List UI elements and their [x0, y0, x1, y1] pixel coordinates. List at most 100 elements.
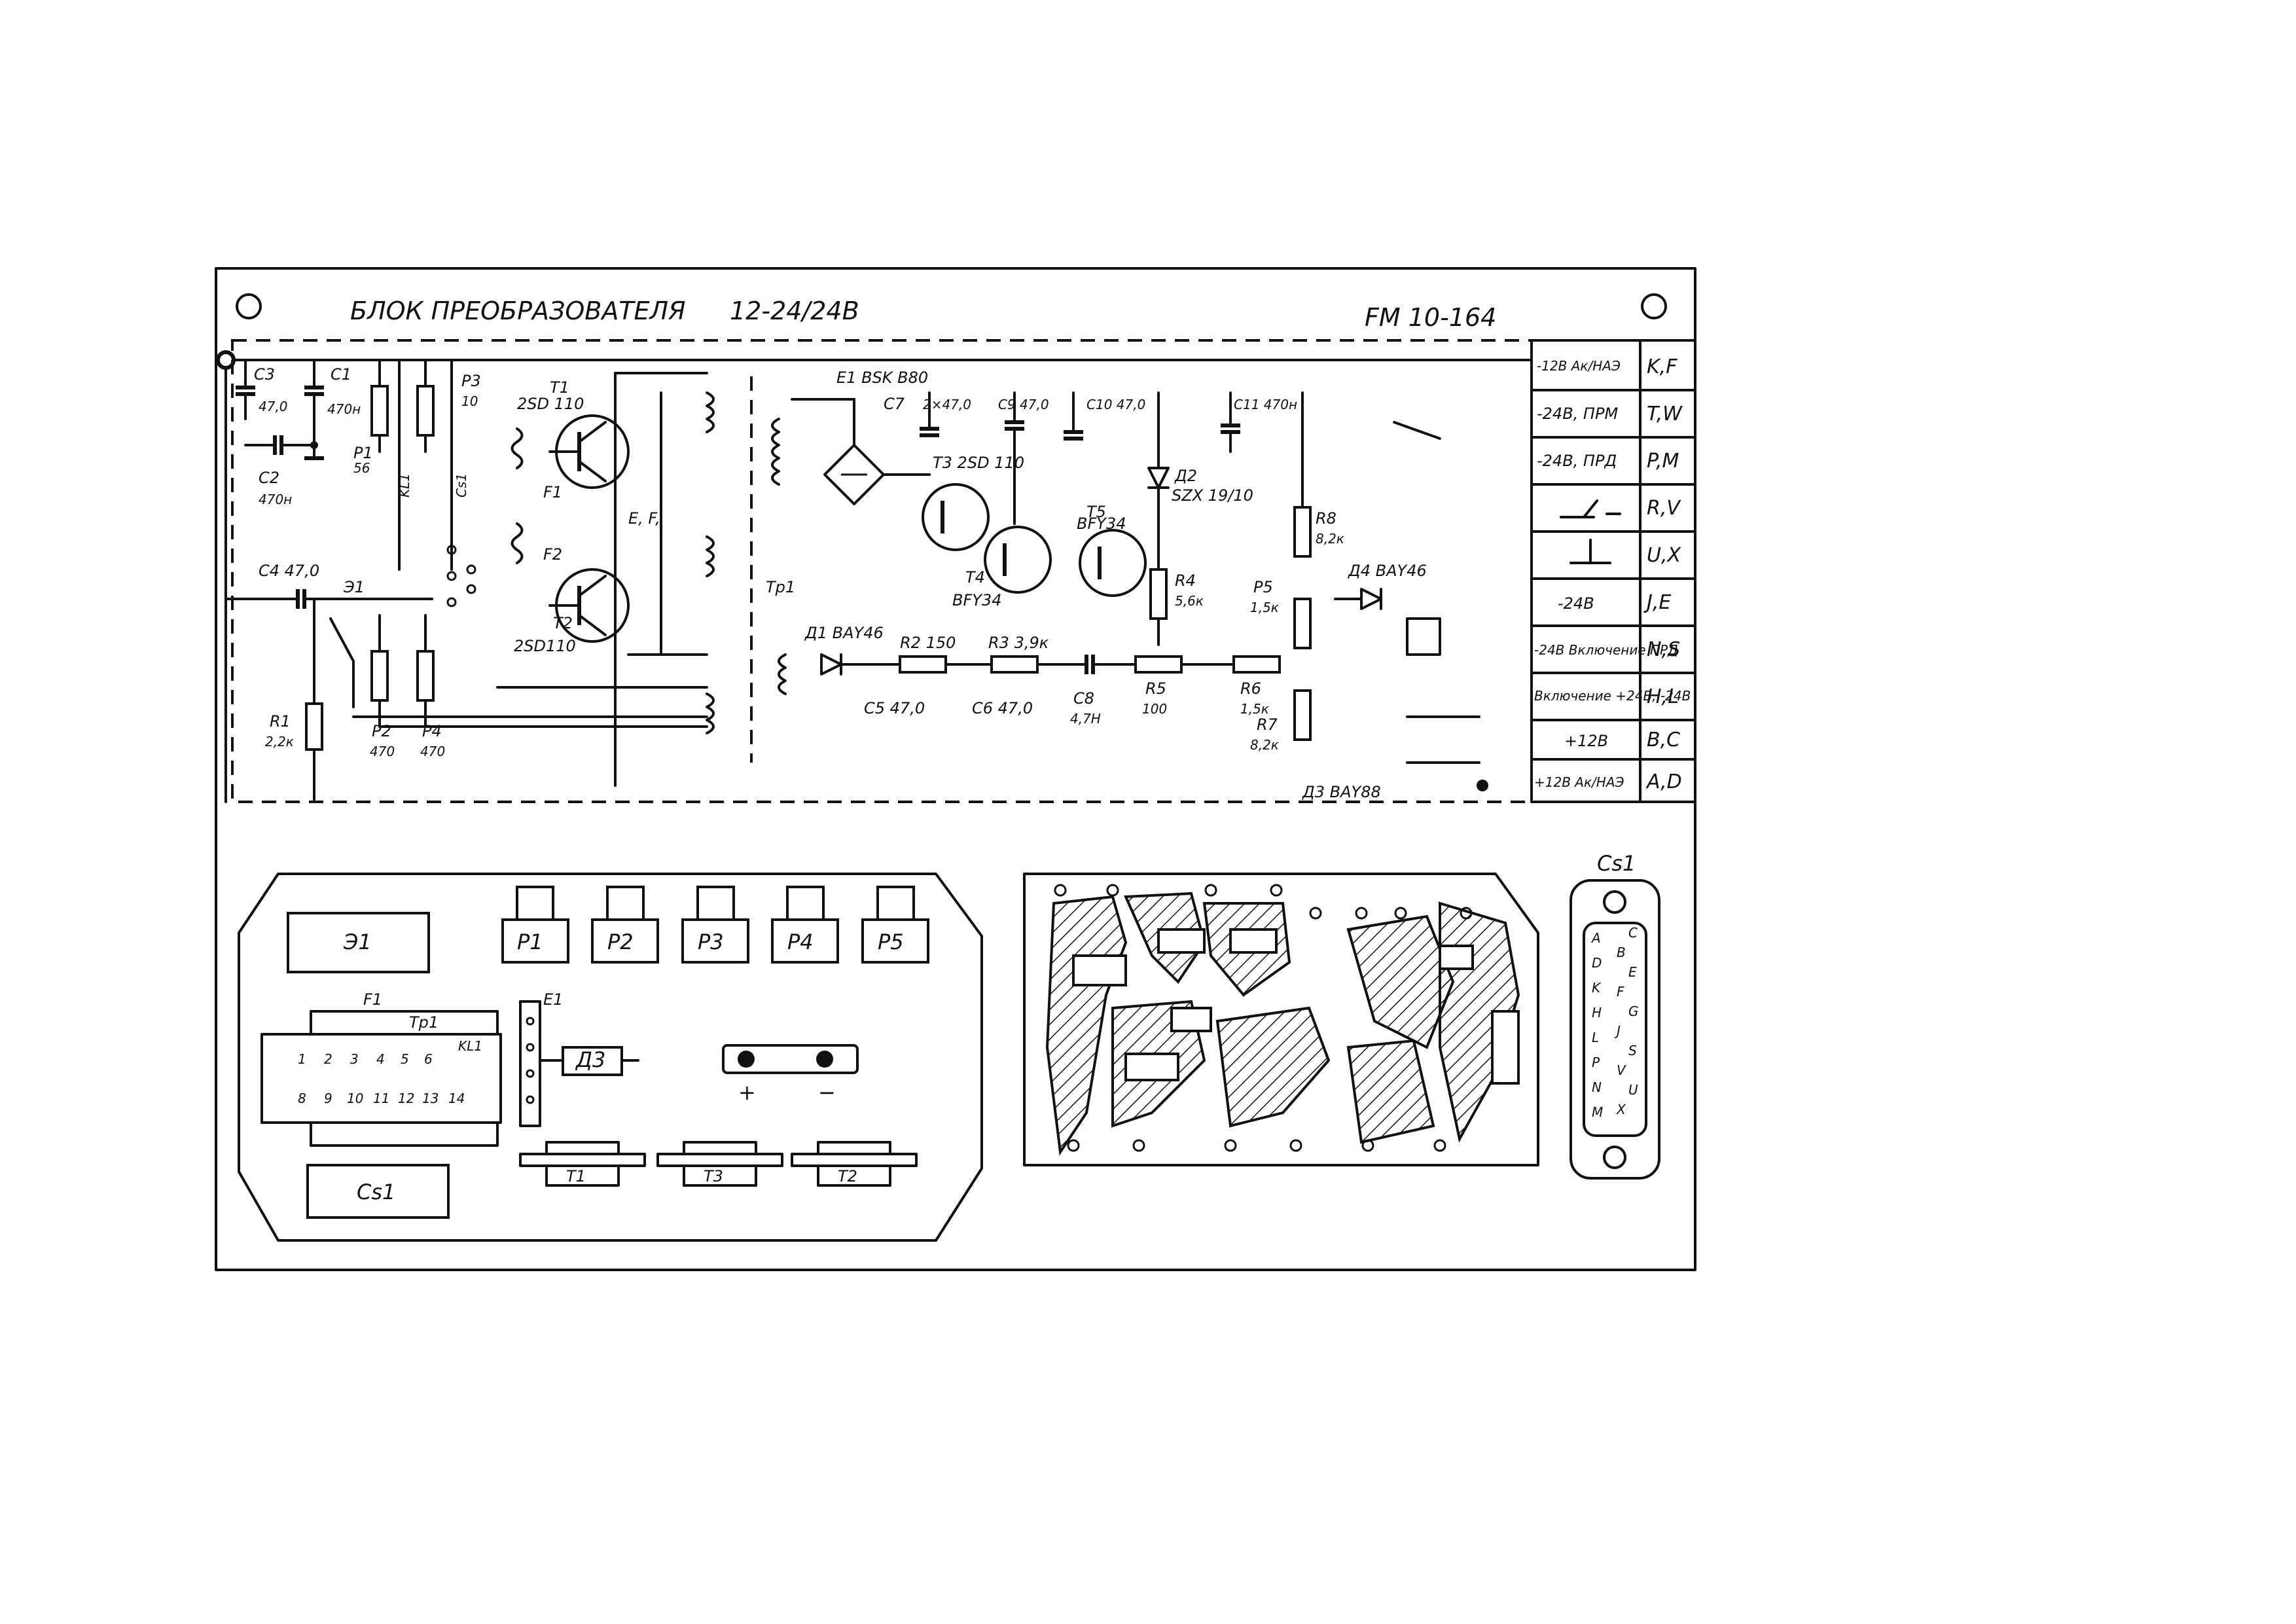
layout-label-F1: F1	[363, 990, 382, 1009]
label-T5-type: BFY34	[1077, 514, 1126, 533]
label-R4-value: 5,6к	[1175, 593, 1204, 609]
conn-pin-right-5: J	[1614, 1023, 1621, 1039]
conn-pin-left-5: P	[1592, 1055, 1600, 1070]
label-C3: C3	[254, 365, 275, 384]
conn-pin-left-6: N	[1592, 1079, 1602, 1095]
label-D2-type: SZX 19/10	[1172, 486, 1253, 505]
conn-pin-right-2: E	[1628, 964, 1637, 980]
table-pins-5: J,E	[1643, 591, 1671, 614]
label-C3-value: 47,0	[259, 399, 288, 414]
kl-pin-1: 1	[298, 1051, 306, 1067]
label-F2: F2	[543, 545, 562, 564]
conn-pin-right-3: F	[1617, 984, 1624, 1000]
layout-label-D3: Д3	[575, 1047, 605, 1072]
label-P1-value: 56	[353, 460, 370, 476]
antenna-switch-symbol	[1560, 499, 1621, 518]
layout-label-P2: P2	[607, 929, 634, 954]
label-C9: C9 47,0	[998, 397, 1049, 412]
label-C7: C7	[884, 395, 905, 413]
label-R6-value: 1,5к	[1240, 701, 1269, 717]
voltage-rating: 12-24/24В	[730, 297, 859, 325]
label-P1: P1	[353, 444, 373, 462]
connector-cs1: Cs1 A D K H L P N M C B E F G J S V U X	[1570, 851, 1660, 1180]
layout-label-J1: Э1	[343, 929, 372, 954]
label-Cs1-vertical: Cs1	[454, 473, 469, 497]
label-T3: T3 2SD 110	[933, 454, 1024, 472]
label-R5: R5	[1145, 679, 1166, 698]
label-C7-value: 2×47,0	[923, 397, 971, 412]
label-D2: Д2	[1174, 467, 1197, 485]
label-P3: P3	[461, 372, 481, 390]
label-R7-value: 8,2к	[1250, 737, 1279, 753]
layout-label-T3: T3	[704, 1167, 723, 1185]
label-Tp1: Tp1	[766, 578, 795, 596]
conn-pin-right-6: S	[1628, 1043, 1637, 1058]
layout-minus: −	[818, 1080, 836, 1105]
label-T1-type: 2SD 110	[517, 395, 584, 413]
label-P4: P4	[422, 722, 442, 740]
label-C4: C4 47,0	[259, 562, 319, 580]
component-layout: Э1 P1 P2 P3 P4 P5 F1 Tp1 KL1 1 2 3 4 5 6…	[238, 873, 983, 1242]
table-pins-9: A,D	[1645, 770, 1682, 793]
kl-pin-9: 9	[324, 1091, 332, 1106]
table-pins-8: B,C	[1647, 729, 1680, 751]
label-J1: Э1	[343, 578, 365, 596]
conn-pin-left-1: D	[1592, 955, 1602, 971]
layout-label-P4: P4	[787, 929, 814, 954]
regulator-section: Tp1 E1 BSK B80 C7 2×47,0 T3 2SD 110 T4 B…	[766, 369, 1488, 801]
label-EF: E, F,	[628, 509, 660, 528]
label-T1: T1	[550, 378, 569, 397]
label-T5: T5	[1086, 503, 1106, 521]
label-R2: R2 150	[900, 634, 956, 652]
label-D4: Д4 BAY46	[1348, 562, 1427, 580]
layout-label-Tp1: Tp1	[409, 1013, 439, 1032]
table-pins-7: H,L	[1647, 685, 1679, 708]
kl-pin-4: 4	[376, 1051, 385, 1067]
table-signal-8: +12В	[1564, 732, 1608, 750]
layout-label-P3: P3	[698, 929, 724, 954]
layout-label-T1: T1	[566, 1167, 586, 1185]
table-pins-3: R,V	[1647, 497, 1681, 520]
conn-pin-left-3: H	[1592, 1005, 1602, 1020]
label-T2-type: 2SD110	[514, 637, 576, 655]
conn-pin-right-0: C	[1628, 925, 1638, 941]
layout-label-P1: P1	[517, 929, 543, 954]
connector-title: Cs1	[1597, 851, 1636, 876]
label-P2-value: 470	[370, 744, 395, 759]
conn-pin-right-1: B	[1617, 945, 1626, 960]
label-C8-value: 4,7Н	[1070, 711, 1101, 727]
label-R3: R3 3,9к	[988, 634, 1049, 652]
label-C8: C8	[1073, 689, 1094, 708]
label-E1: E1 BSK B80	[836, 369, 928, 387]
label-T2: T2	[553, 614, 573, 632]
conn-pin-left-7: M	[1592, 1104, 1603, 1120]
kl-pin-13: 13	[422, 1091, 439, 1106]
table-signal-2: -24В, ПРД	[1537, 452, 1617, 470]
kl-pin-6: 6	[424, 1051, 433, 1067]
label-R8-value: 8,2к	[1316, 531, 1344, 547]
table-pins-1: T,W	[1647, 403, 1683, 425]
label-R1-value: 2,2к	[265, 734, 294, 749]
label-R4: R4	[1175, 571, 1196, 590]
label-R5-value: 100	[1142, 701, 1167, 717]
block-code: FM 10-164	[1365, 303, 1496, 332]
label-C6: C6 47,0	[972, 699, 1033, 717]
kl-pin-12: 12	[398, 1091, 414, 1106]
block-title: БЛОК ПРЕОБРАЗОВАТЕЛЯ	[350, 297, 686, 325]
conn-pin-left-4: L	[1592, 1030, 1599, 1045]
layout-label-E1: E1	[543, 990, 563, 1009]
table-pins-0: K,F	[1647, 355, 1677, 378]
table-pins-4: U,X	[1647, 544, 1681, 567]
conn-pin-left-0: A	[1590, 930, 1601, 946]
label-C11: C11 470н	[1234, 397, 1297, 412]
conn-pin-right-4: G	[1628, 1003, 1639, 1019]
label-R6: R6	[1240, 679, 1261, 698]
label-P2: P2	[372, 722, 391, 740]
conn-pin-right-9: X	[1616, 1102, 1626, 1117]
conn-pin-right-8: U	[1628, 1082, 1638, 1098]
sheet-frame	[215, 267, 1696, 1271]
schematic-enclosure	[231, 339, 1533, 803]
label-C1-value: 470н	[327, 401, 361, 417]
kl-pin-5: 5	[401, 1051, 409, 1067]
table-signal-0: -12В Ак/НАЭ	[1537, 358, 1621, 374]
